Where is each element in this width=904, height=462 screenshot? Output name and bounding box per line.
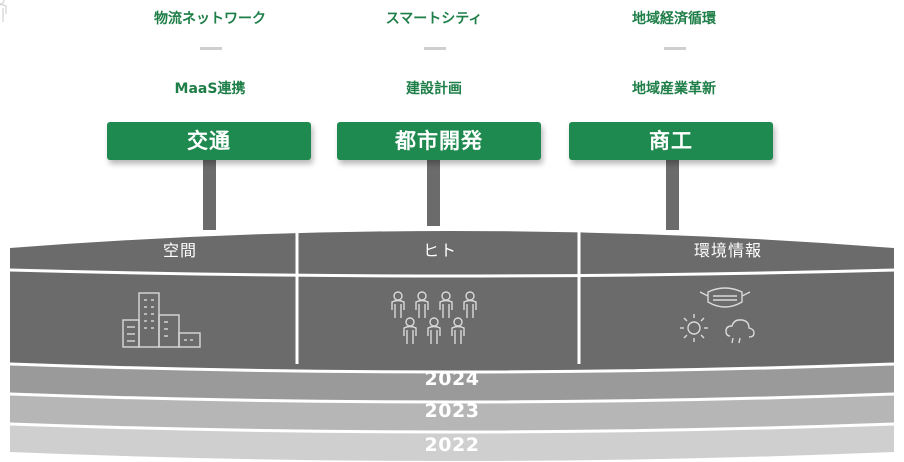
year-2022: 2022 xyxy=(424,434,480,456)
sign-traffic[interactable]: 交通 xyxy=(107,122,311,160)
divider-dash xyxy=(424,47,446,50)
sign-label: 商工 xyxy=(649,129,693,153)
sign-commerce[interactable]: 商工 xyxy=(569,122,773,160)
environment-icon xyxy=(680,287,755,344)
year-2024: 2024 xyxy=(424,368,480,390)
topic-top: スマートシティ xyxy=(385,11,483,27)
layer-label-people: ヒト xyxy=(422,241,457,260)
topic-bottom: MaaS連携 xyxy=(174,81,246,97)
divider-dash xyxy=(200,47,222,50)
topic-bottom: 建設計画 xyxy=(406,81,462,97)
buildings-icon xyxy=(122,292,201,348)
post-1 xyxy=(203,160,216,230)
layer-label-space: 空間 xyxy=(162,241,197,260)
sign-label: 都市開発 xyxy=(395,129,483,153)
sign-urban[interactable]: 都市開発 xyxy=(337,122,541,160)
topic-top: 物流ネットワーク xyxy=(154,11,266,27)
divider-dash xyxy=(664,47,686,50)
post-3 xyxy=(666,160,679,230)
topic-top: 地域経済循環 xyxy=(632,11,716,27)
sign-label: 交通 xyxy=(187,129,231,153)
people-icon xyxy=(0,0,477,345)
layer-label-environment: 環境情報 xyxy=(693,241,762,260)
topic-bottom: 地域産業革新 xyxy=(632,81,716,97)
year-2023: 2023 xyxy=(424,400,480,422)
post-2 xyxy=(427,160,440,226)
